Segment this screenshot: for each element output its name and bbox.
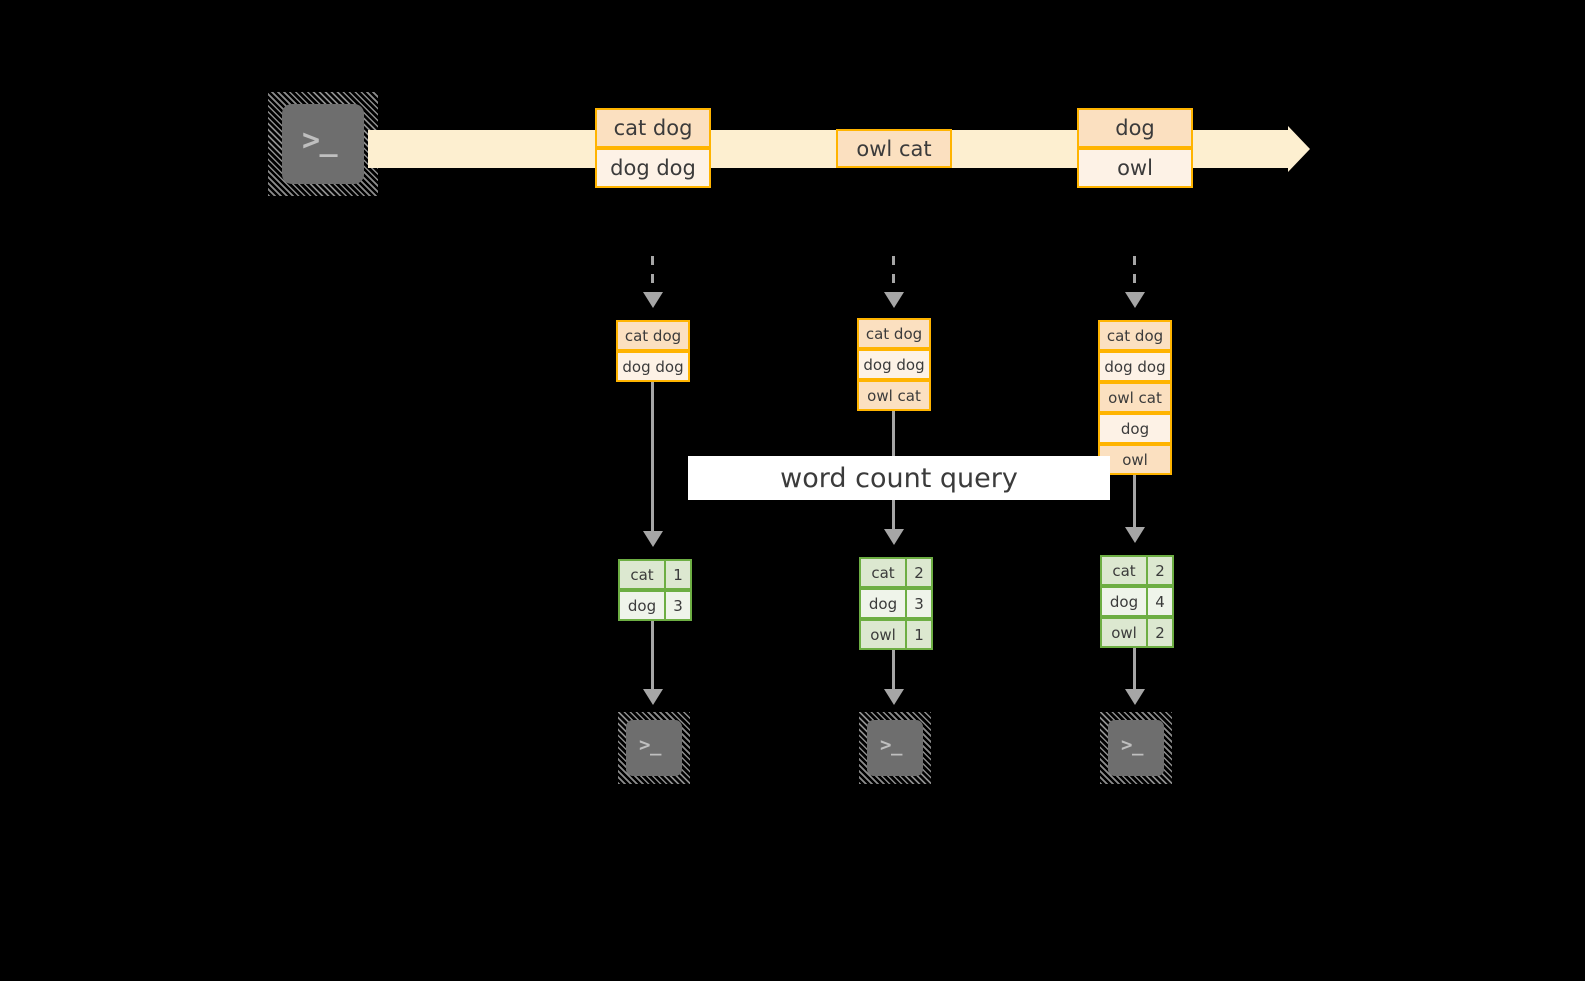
snapshot-tap-arrowhead	[884, 292, 904, 308]
snapshot-event-box[interactable]: dog dog	[1098, 351, 1172, 382]
snapshot-to-result-arrowhead	[1125, 527, 1145, 543]
result-count-cell: 1	[905, 619, 933, 650]
snapshot-event-box[interactable]: dog dog	[616, 351, 690, 382]
result-to-sink-arrowhead	[1125, 689, 1145, 705]
sink-terminal-icon[interactable]: >_	[859, 712, 931, 784]
event-stream-arrowhead	[1288, 126, 1310, 172]
terminal-body	[626, 720, 682, 776]
snapshot-event-box[interactable]: cat dog	[1098, 320, 1172, 351]
result-word-cell: cat	[1100, 555, 1148, 586]
source-terminal-icon[interactable]: >_	[268, 92, 378, 196]
sink-terminal-icon[interactable]: >_	[618, 712, 690, 784]
result-to-sink-line	[1133, 648, 1136, 691]
snapshot-tap-arrowhead	[643, 292, 663, 308]
snapshot-to-result-arrowhead	[884, 529, 904, 545]
result-count-cell: 4	[1146, 586, 1174, 617]
snapshot-event-box[interactable]: dog dog	[857, 349, 931, 380]
snapshot-event-box[interactable]: cat dog	[616, 320, 690, 351]
result-word-cell: owl	[859, 619, 907, 650]
stream-event-box[interactable]: dog	[1077, 108, 1193, 148]
result-word-cell: cat	[618, 559, 666, 590]
snapshot-to-result-arrowhead	[643, 531, 663, 547]
terminal-prompt-glyph: >_	[639, 734, 662, 756]
snapshot-tap-dashed-line	[651, 256, 654, 294]
result-word-cell: cat	[859, 557, 907, 588]
snapshot-to-result-line	[1133, 475, 1136, 529]
result-to-sink-arrowhead	[643, 689, 663, 705]
snapshot-tap-dashed-line	[1133, 256, 1136, 294]
result-count-cell: 2	[1146, 555, 1174, 586]
result-count-cell: 3	[664, 590, 692, 621]
result-word-cell: dog	[859, 588, 907, 619]
snapshot-tap-arrowhead	[1125, 292, 1145, 308]
result-word-cell: owl	[1100, 617, 1148, 648]
stream-event-box[interactable]: owl cat	[836, 129, 952, 168]
terminal-body	[282, 104, 364, 184]
terminal-prompt-glyph: >_	[1121, 734, 1144, 756]
result-word-cell: dog	[618, 590, 666, 621]
stream-event-box[interactable]: owl	[1077, 148, 1193, 188]
query-label-band: word count query	[688, 456, 1110, 500]
sink-terminal-icon[interactable]: >_	[1100, 712, 1172, 784]
snapshot-event-box[interactable]: owl cat	[857, 380, 931, 411]
terminal-prompt-glyph: >_	[302, 123, 338, 158]
stream-event-box[interactable]: dog dog	[595, 148, 711, 188]
query-label-text: word count query	[780, 462, 1018, 494]
snapshot-event-box[interactable]: cat dog	[857, 318, 931, 349]
result-count-cell: 3	[905, 588, 933, 619]
result-word-cell: dog	[1100, 586, 1148, 617]
snapshot-event-box[interactable]: owl	[1098, 444, 1172, 475]
terminal-prompt-glyph: >_	[880, 734, 903, 756]
result-count-cell: 2	[1146, 617, 1174, 648]
result-to-sink-arrowhead	[884, 689, 904, 705]
result-to-sink-line	[651, 621, 654, 691]
result-to-sink-line	[892, 650, 895, 691]
snapshot-event-box[interactable]: owl cat	[1098, 382, 1172, 413]
snapshot-event-box[interactable]: dog	[1098, 413, 1172, 444]
result-count-cell: 2	[905, 557, 933, 588]
result-count-cell: 1	[664, 559, 692, 590]
terminal-body	[867, 720, 923, 776]
stream-event-box[interactable]: cat dog	[595, 108, 711, 148]
snapshot-to-result-line	[651, 382, 654, 533]
snapshot-tap-dashed-line	[892, 256, 895, 294]
terminal-body	[1108, 720, 1164, 776]
